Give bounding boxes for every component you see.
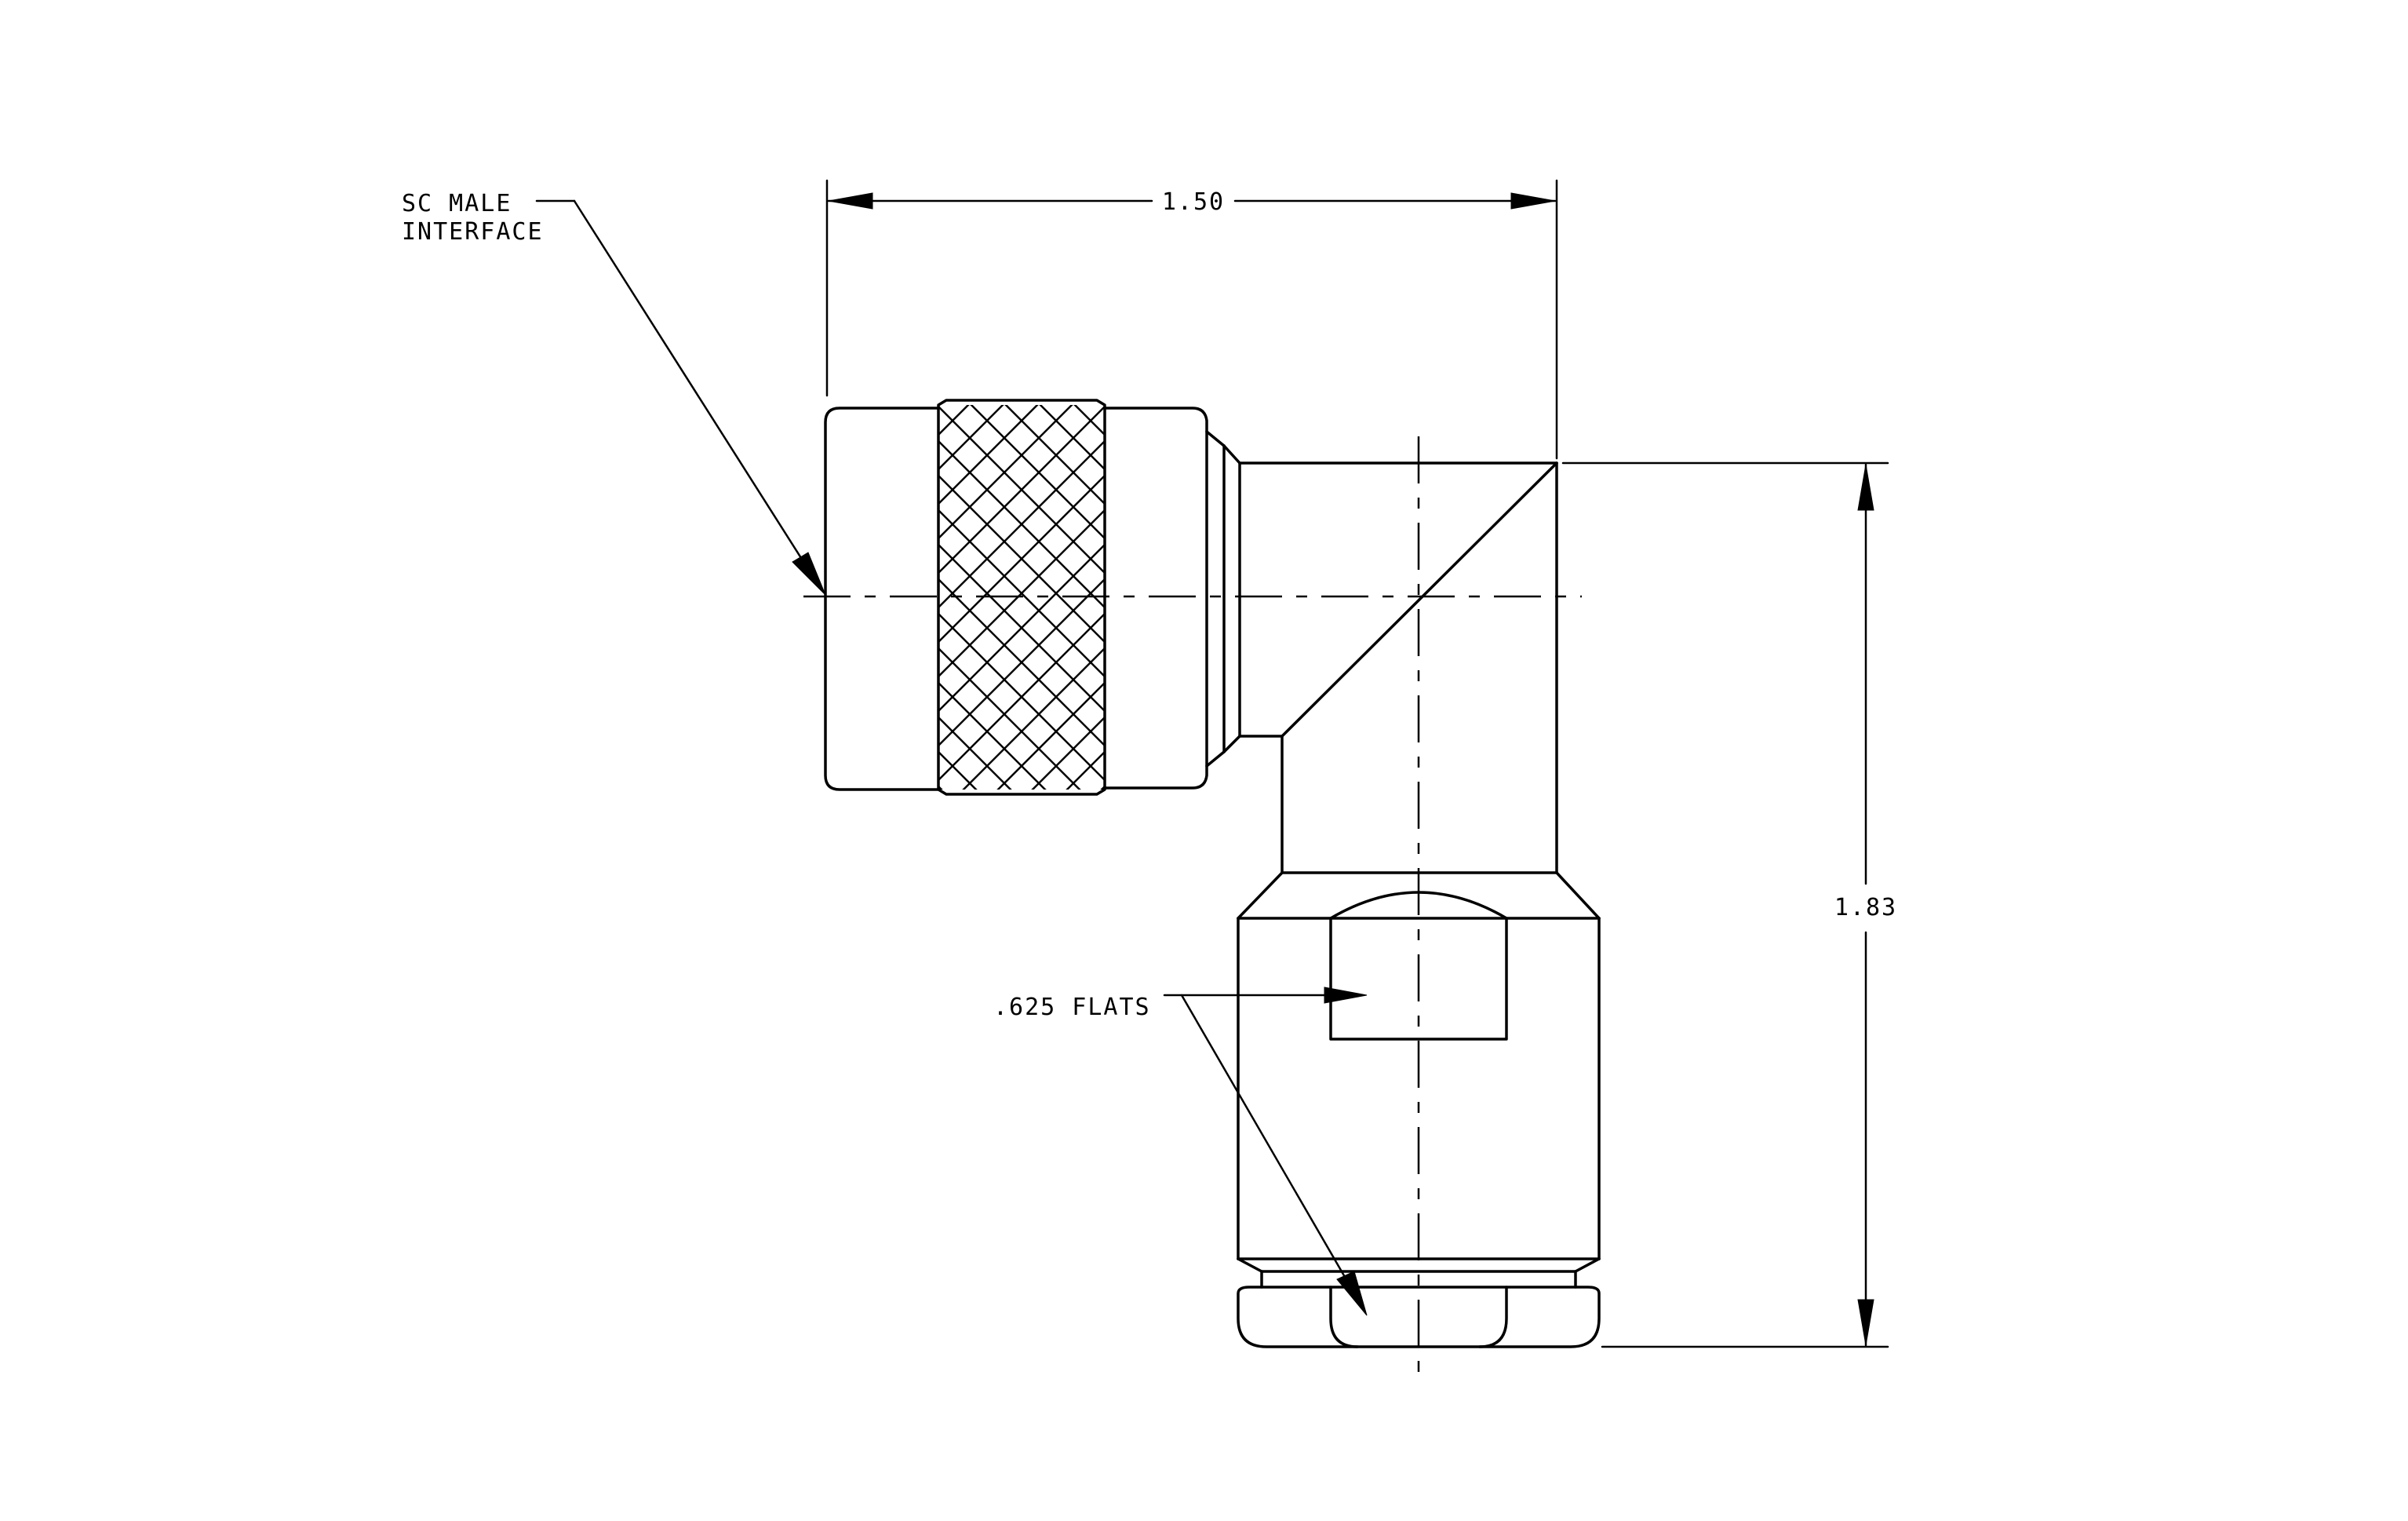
knurl-line <box>938 405 970 436</box>
knurl-pattern <box>938 234 1105 1125</box>
callout-interface-line2: INTERFACE <box>402 218 544 246</box>
center-lines <box>803 436 1582 1373</box>
knurl-line <box>938 509 1105 678</box>
callout-flats-label: .625 FLATS <box>993 994 1151 1021</box>
elbow-body <box>1238 461 1558 874</box>
knurl-line <box>938 405 1105 574</box>
knurl-line <box>938 890 1105 1056</box>
knurl-line <box>938 405 1004 471</box>
dimension-height-label: 1.83 <box>1834 894 1897 921</box>
sc-male-coupling <box>824 399 1241 796</box>
knurl-line <box>938 578 1105 747</box>
knurl-line <box>938 234 1105 400</box>
knurl-line <box>938 716 1012 790</box>
knurl-line <box>938 474 1105 644</box>
dimension-width-label: 1.50 <box>1162 188 1225 216</box>
knurl-line <box>938 612 1105 782</box>
knurl-line <box>938 543 1105 713</box>
callout-flats: .625 FLATS <box>993 987 1368 1316</box>
knurl-line <box>1100 785 1105 790</box>
knurl-line <box>938 890 1105 1056</box>
knurl-line <box>938 440 1105 609</box>
knurl-line <box>962 647 1105 790</box>
knurl-line <box>1066 750 1105 790</box>
knurl-line <box>1031 716 1105 790</box>
knurl-line <box>938 405 1039 505</box>
knurl-line <box>1039 405 1105 471</box>
knurl-line <box>938 959 1105 1125</box>
callout-interface: SC MALE INTERFACE <box>402 190 826 596</box>
knurl-line <box>938 750 978 790</box>
knurl-line <box>938 785 943 790</box>
knurl-line <box>1073 405 1105 436</box>
callout-interface-line1: SC MALE <box>402 190 512 217</box>
dimension-width: 1.50 <box>825 179 1558 460</box>
knurl-line <box>996 681 1105 790</box>
knurl-line <box>938 821 1105 987</box>
dimension-height: 1.83 <box>1561 461 1897 1348</box>
knurl-line <box>938 959 1105 1125</box>
knurl-line <box>938 234 1105 400</box>
knurl-line <box>938 821 1105 987</box>
knurl-line <box>938 405 1073 540</box>
